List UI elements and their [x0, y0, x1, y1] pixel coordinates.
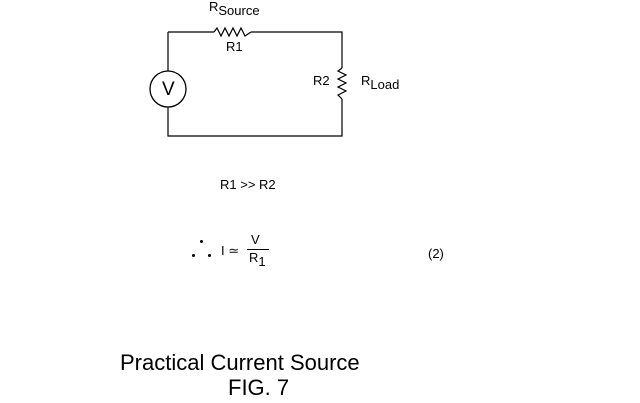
formula-denominator: R1 [249, 250, 266, 268]
r2-resistor [336, 67, 348, 100]
condition-text: R1 >> R2 [220, 177, 276, 192]
rload-sub: Load [370, 77, 400, 92]
fraction-line [247, 249, 269, 250]
equation-number: (2) [428, 246, 444, 261]
formula-numerator: V [251, 232, 260, 247]
formula-den-sub: 1 [258, 254, 266, 269]
rsource-label: RSource [209, 0, 260, 17]
caption-figure-number: FIG. 7 [228, 375, 290, 400]
rsource-main: R [209, 0, 219, 14]
caption-title: Practical Current Source [120, 350, 360, 375]
voltage-source [149, 70, 187, 108]
therefore-dot-left [192, 254, 195, 257]
rsource-sub: Source [218, 3, 260, 18]
r1-label: R1 [226, 39, 243, 54]
r2-label: R2 [313, 73, 330, 88]
formula-lhs: I ≃ [221, 243, 240, 258]
voltage-source-symbol: V [162, 79, 175, 100]
therefore-dot-top [200, 240, 203, 243]
rload-main: R [361, 73, 371, 88]
circuit-wires [167, 31, 343, 137]
therefore-dot-right [208, 254, 211, 257]
rload-label: RLoad [361, 73, 399, 91]
r1-resistor [213, 26, 252, 38]
right-wire-bottom [167, 99, 343, 137]
top-wire-right [251, 31, 343, 68]
formula-den-main: R [249, 250, 259, 265]
